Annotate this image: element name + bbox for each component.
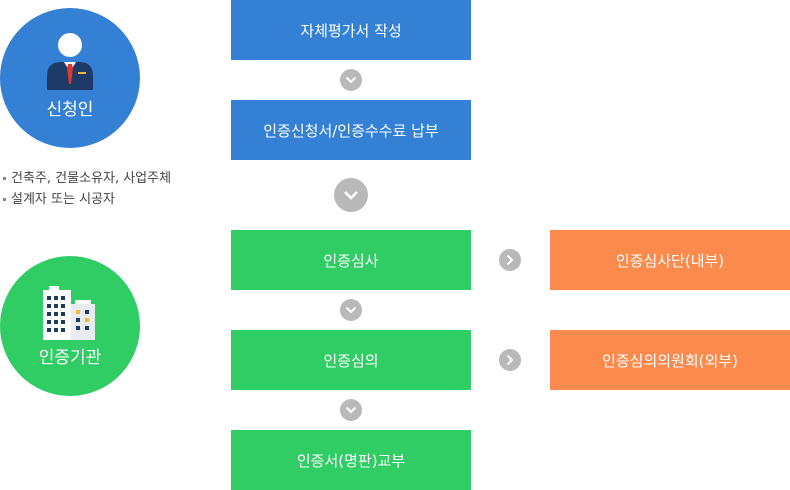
business-person-icon — [45, 32, 95, 94]
office-buildings-icon — [41, 284, 99, 344]
note-item: 건축주, 건물소유자, 사업주체 — [2, 168, 171, 189]
step-certification-deliberation: 인증심의 — [231, 330, 471, 390]
step-application-fee: 인증신청서/인증수수료 납부 — [231, 100, 471, 160]
applicant-notes: 건축주, 건물소유자, 사업주체 설계자 또는 시공자 — [2, 168, 171, 210]
chevron-down-icon — [340, 69, 362, 91]
step-certificate-issuance: 인증서(명판)교부 — [231, 430, 471, 490]
agency-label: 인증기관 — [38, 348, 102, 368]
note-item: 설계자 또는 시공자 — [2, 189, 171, 210]
chevron-right-icon — [499, 249, 521, 271]
step-self-assessment: 자체평가서 작성 — [231, 0, 471, 60]
chevron-down-icon — [340, 399, 362, 421]
chevron-right-icon — [499, 349, 521, 371]
agency-badge: 인증기관 — [0, 256, 140, 396]
applicant-label: 신청인 — [46, 100, 94, 120]
chevron-down-icon — [334, 178, 368, 212]
side-step-internal-review-team: 인증심사단(내부) — [550, 230, 790, 290]
applicant-badge: 신청인 — [0, 8, 140, 148]
chevron-down-icon — [340, 299, 362, 321]
side-step-external-committee: 인증심의의원회(외부) — [550, 330, 790, 390]
step-certification-review: 인증심사 — [231, 230, 471, 290]
